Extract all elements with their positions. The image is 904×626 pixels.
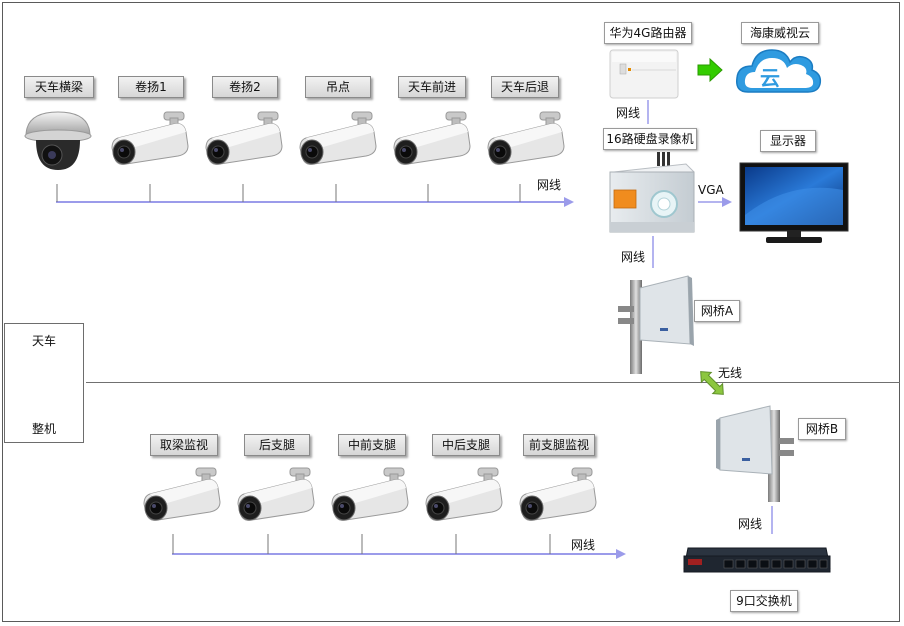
bridge-a-icon	[618, 275, 694, 374]
camera-label-diaodian: 吊点	[305, 76, 371, 98]
bullet-camera-icon-bottom-1	[143, 467, 221, 521]
crane-section-box	[4, 323, 84, 443]
switch-label: 9口交换机	[730, 590, 798, 612]
cloud-icon	[735, 49, 822, 93]
nvr-icon	[609, 152, 695, 233]
camera-label-tianche-hengliang: 天车横梁	[24, 76, 94, 98]
wireless-label: 无线	[718, 366, 743, 380]
bullet-camera-icon-bottom-5	[519, 467, 597, 521]
bullet-camera-icon-bottom-4	[425, 467, 503, 521]
router-label: 华为4G路由器	[604, 22, 692, 44]
monitor-label: 显示器	[760, 130, 816, 152]
nvr-label: 16路硬盘录像机	[603, 128, 697, 150]
bottom-bus-cable-label: 网线	[571, 538, 596, 552]
camera-label-juanyang-1: 卷扬1	[118, 76, 184, 98]
router-nvr-cable-label: 网线	[616, 106, 641, 120]
side-box-bottom-label: 整机	[32, 422, 57, 436]
camera-label-hou-zhitui: 后支腿	[244, 434, 310, 456]
cloud-label: 海康威视云	[741, 22, 819, 44]
camera-label-tianche-qianjin: 天车前进	[398, 76, 466, 98]
camera-label-juanyang-2: 卷扬2	[212, 76, 278, 98]
dome-camera-icon	[24, 111, 92, 170]
monitor-icon	[739, 162, 849, 243]
bullet-camera-icon-top-3	[299, 111, 377, 165]
bridge-b-icon	[716, 405, 794, 502]
wireless-arrow-icon	[700, 371, 724, 395]
switch-icon	[683, 547, 831, 573]
vga-cable-label: VGA	[698, 183, 724, 197]
bullet-camera-icon-top-5	[487, 111, 565, 165]
green-arrow-icon	[697, 57, 723, 83]
camera-label-qian-zhitui-jianshi: 前支腿监视	[523, 434, 595, 456]
bullet-camera-icon-bottom-2	[237, 467, 315, 521]
camera-label-zhonghou-zhitui: 中后支腿	[432, 434, 500, 456]
bullet-camera-icon-top-2	[205, 111, 283, 165]
camera-label-zhongqian-zhitui: 中前支腿	[338, 434, 406, 456]
bullet-camera-icon-top-1	[111, 111, 189, 165]
top-bus-cable-label: 网线	[537, 178, 562, 192]
cloud-glyph: 云	[760, 66, 780, 90]
bridge-b-label: 网桥B	[798, 418, 846, 440]
bridge-switch-cable-label: 网线	[738, 517, 763, 531]
nvr-bridge-cable-label: 网线	[621, 250, 646, 264]
side-box-top-label: 天车	[32, 334, 57, 348]
camera-label-quliang-jianshi: 取梁监视	[150, 434, 218, 456]
bridge-a-label: 网桥A	[694, 300, 740, 322]
router-icon	[609, 49, 679, 99]
bullet-camera-icon-bottom-3	[331, 467, 409, 521]
camera-label-tianche-houtui: 天车后退	[491, 76, 559, 98]
section-divider	[86, 382, 900, 383]
bullet-camera-icon-top-4	[393, 111, 471, 165]
